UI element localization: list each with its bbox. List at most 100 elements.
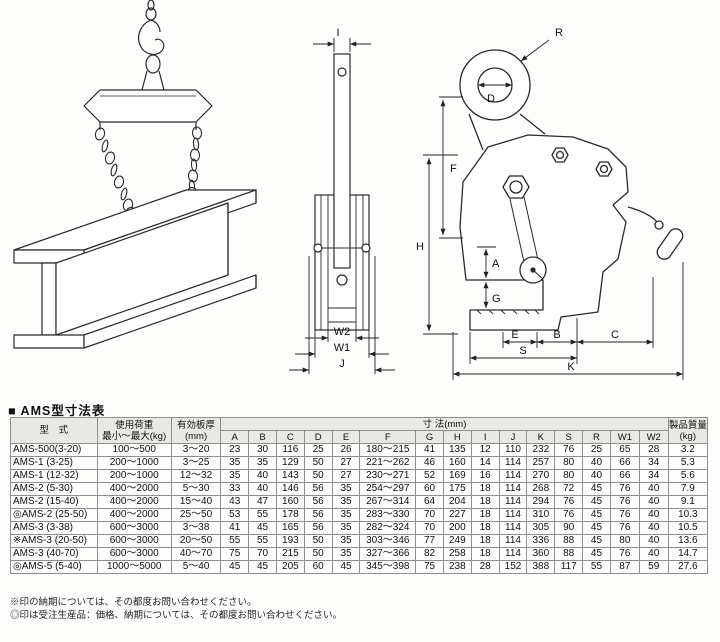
model-cell: AMS-500(3-20) [10,443,98,457]
dim-label-W2: W2 [334,326,351,338]
dim-cell: 28 [470,560,500,574]
dim-cell: 77 [415,534,444,548]
dim-cell: 50 [303,534,333,548]
dim-label-A: A [492,258,500,270]
thickness-cell: 20〜50 [170,534,222,548]
dim-cell: 193 [275,534,305,548]
dim-cell: 80 [554,469,584,483]
dim-cell: 200 [442,521,472,535]
model-cell: ◎AMS-5 (5-40) [10,560,98,574]
load-cell: 400〜2000 [96,482,172,496]
dim-cell: 12 [470,443,500,457]
thickness-cell: 40〜70 [170,547,222,561]
dim-cell: 117 [554,560,584,574]
mass-cell: 27.6 [667,560,709,574]
dim-cell: 66 [609,456,640,470]
right-chain [187,126,203,193]
load-cell: 200〜1000 [96,469,172,483]
dim-cell: 65 [609,443,640,457]
dim-label-W1: W1 [334,342,351,354]
dim-cell: 30 [248,443,277,457]
dim-cell: 45 [582,534,611,548]
dim-cell: 152 [498,560,528,574]
front-view-drawing: I W2 W1 J [289,27,395,374]
dim-col-header: D [303,430,333,444]
mass-cell: 5.3 [667,456,709,470]
dim-cell: 35 [220,456,250,470]
dim-cell: 45 [220,560,250,574]
dim-cell: 88 [554,534,584,548]
dim-cell: 215 [275,547,305,561]
dim-cell: 56 [303,482,333,496]
dim-cell: 47 [248,495,277,509]
dim-cell: 53 [220,508,250,522]
model-cell: AMS-1 (3-25) [10,456,98,470]
dim-cell: 18 [470,482,500,496]
dim-cell: 25 [303,443,333,457]
col-header-load: 使用荷重最小〜最大(kg) [96,417,172,444]
dim-col-header: B [248,430,277,444]
dim-cell: 114 [498,495,528,509]
load-cell: 600〜3000 [96,547,172,561]
thickness-cell: 3〜38 [170,521,222,535]
mass-cell: 5.6 [667,469,709,483]
dim-cell: 35 [331,534,361,548]
dim-label-S: S [519,345,526,357]
dim-cell: 70 [248,547,277,561]
dim-cell: 50 [303,469,333,483]
dim-label-J: J [339,358,345,370]
model-cell: AMS-1 (12-32) [10,469,98,483]
dim-cell: 76 [554,495,584,509]
dim-cell: 45 [582,482,611,496]
dim-col-header: R [582,430,611,444]
dim-label-H: H [416,241,424,253]
model-cell: ◎AMS-2 (25-50) [10,508,98,522]
dim-cell: 35 [331,495,361,509]
dim-cell: 60 [303,560,333,574]
dim-cell: 270 [526,469,556,483]
header-row-1: 型 式 使用荷重最小〜最大(kg) 有効板厚(mm) 寸 法(mm) 製品質量(… [10,417,709,444]
dim-cell: 34 [638,469,669,483]
model-cell: AMS-2 (15-40) [10,495,98,509]
dim-cell: 27 [331,469,361,483]
dim-cell: 76 [609,482,640,496]
thickness-cell: 3〜25 [170,456,222,470]
left-chain [94,127,134,212]
dim-cell: 205 [275,560,305,574]
model-cell: AMS-3 (40-70) [10,547,98,561]
dim-cell: 27 [331,456,361,470]
dim-cell: 55 [248,534,277,548]
dim-cell: 56 [303,495,333,509]
model-cell: ※AMS-3 (20-50) [10,534,98,548]
dim-cell: 336 [526,534,556,548]
load-cell: 1000〜5000 [96,560,172,574]
dim-label-D: D [487,93,495,105]
mass-cell: 10.5 [667,521,709,535]
footnotes: ※印の納期については、その都度お問い合わせください。 ◎印は受注生産品：価格、納… [10,596,342,622]
dim-label-C: C [611,329,619,341]
dim-col-header: C [275,430,305,444]
dim-cell: 80 [554,456,584,470]
dim-cell: 18 [470,495,500,509]
dim-col-header: H [442,430,472,444]
thickness-cell: 25〜50 [170,508,222,522]
dim-cell: 76 [609,547,640,561]
dim-cell: 35 [331,482,361,496]
dim-col-header: I [470,430,500,444]
dim-cell: 76 [609,508,640,522]
dim-cell: 282〜324 [359,521,417,535]
dim-cell: 40 [638,495,669,509]
dim-cell: 35 [220,469,250,483]
dim-cell: 40 [582,456,611,470]
dim-cell: 40 [248,469,277,483]
dim-col-header: W1 [609,430,640,444]
mass-cell: 7.9 [667,482,709,496]
dim-cell: 34 [638,456,669,470]
dim-cell: 360 [526,547,556,561]
dim-cell: 283〜330 [359,508,417,522]
